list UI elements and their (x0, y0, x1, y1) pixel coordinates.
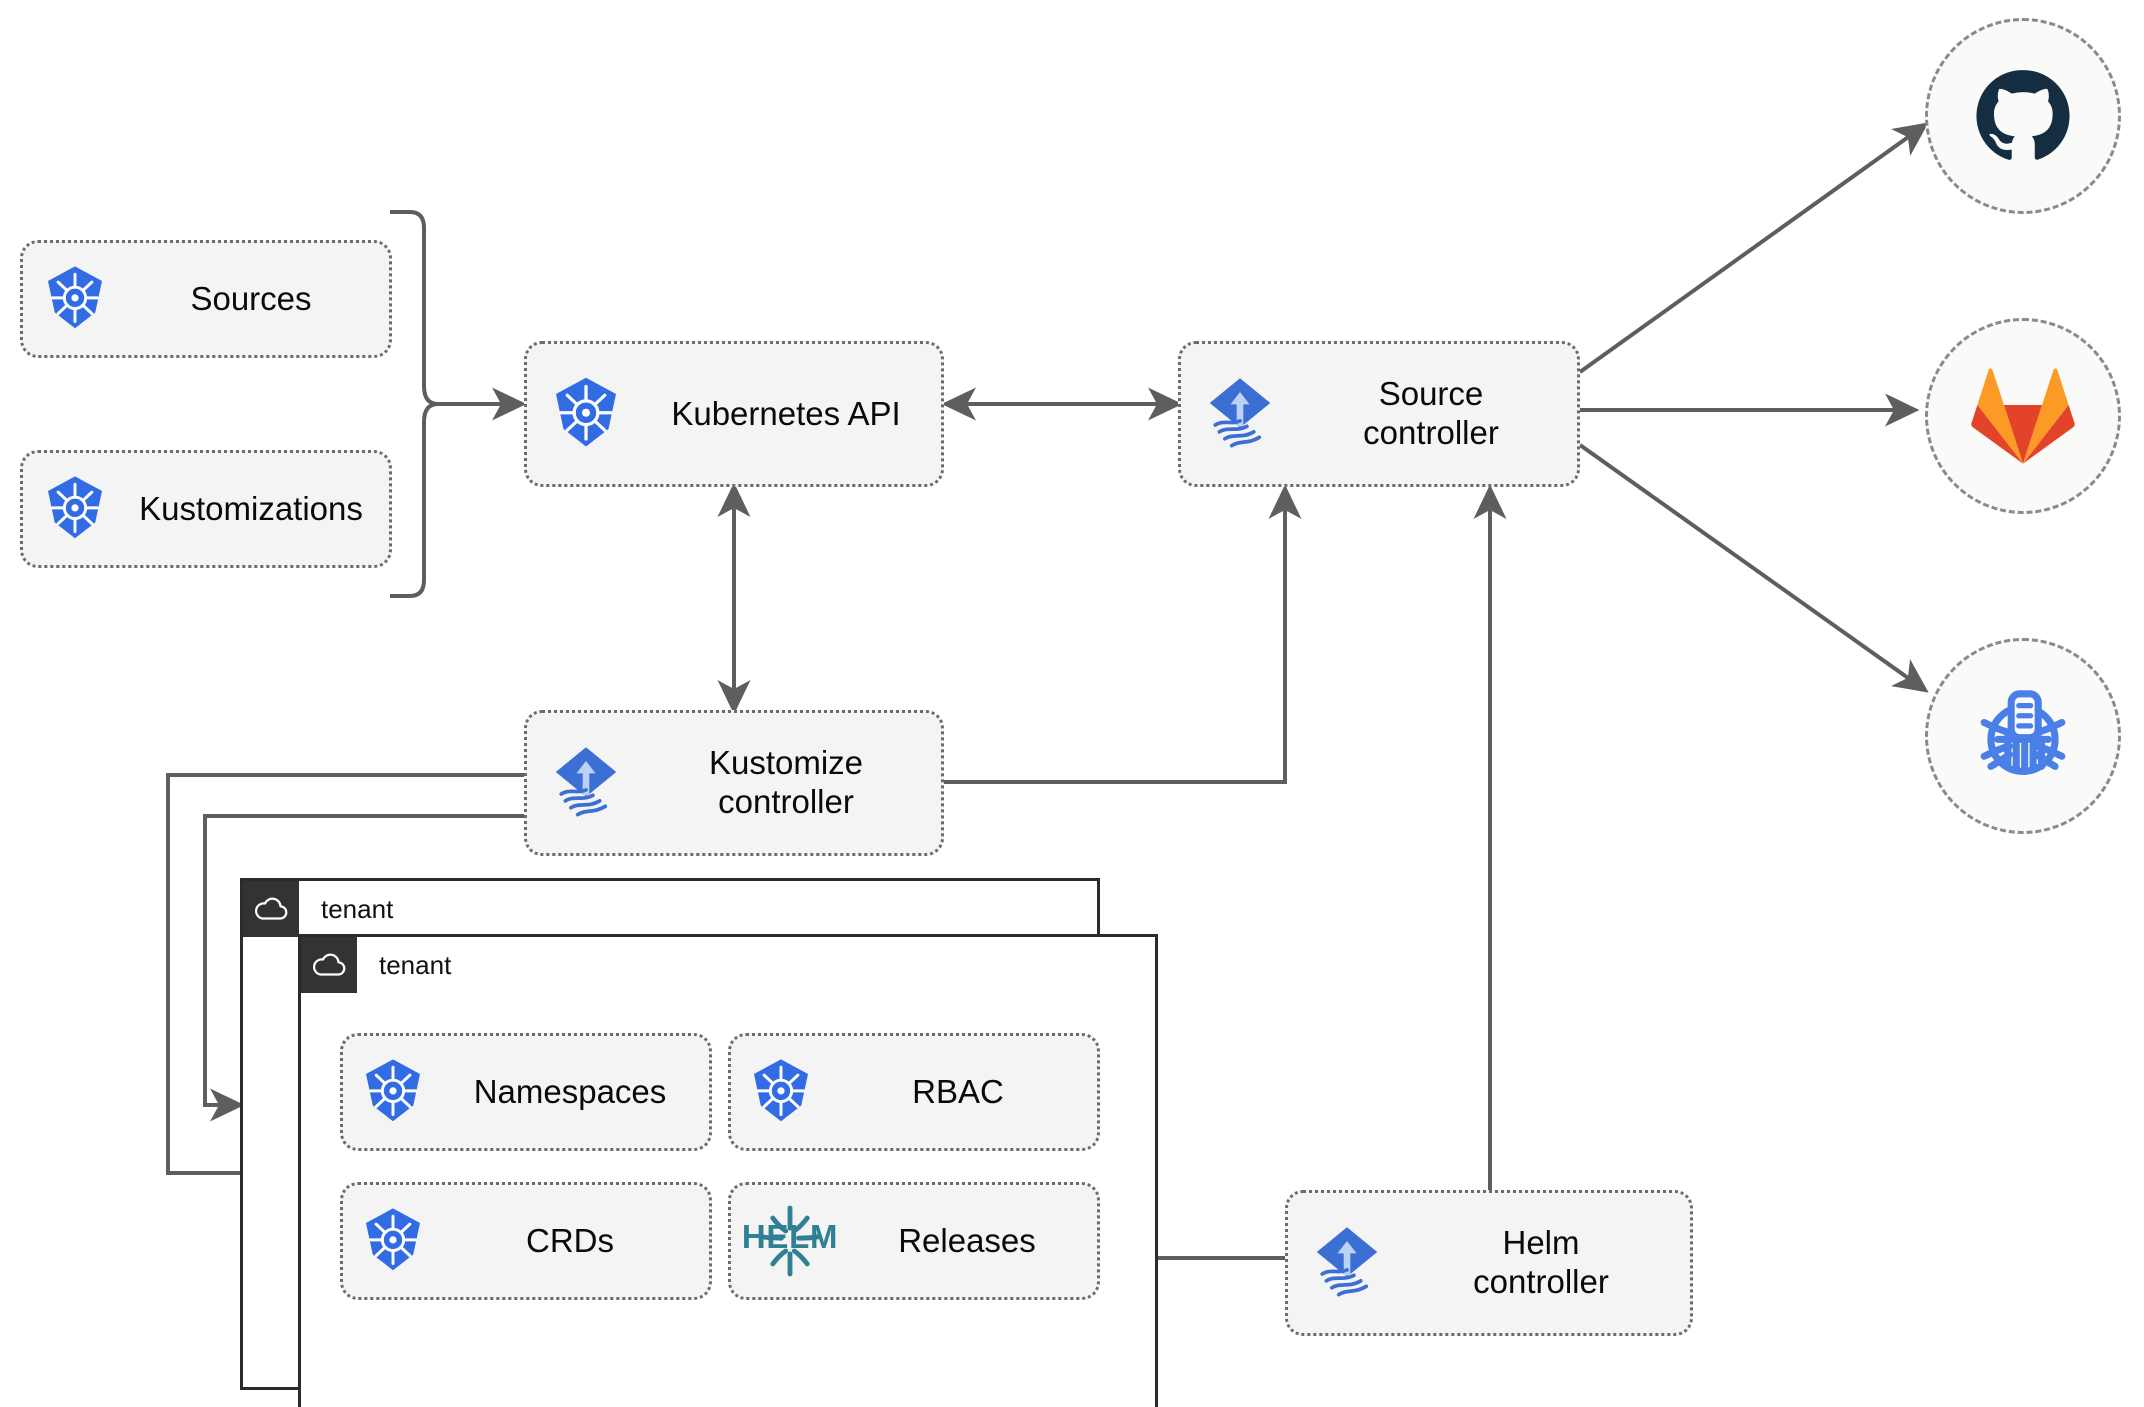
cell-releases[interactable]: HELM Releases (728, 1182, 1100, 1300)
node-kustomize-controller[interactable]: Kustomize controller (524, 710, 944, 856)
helm-wordmark: HELM (743, 1218, 837, 1255)
cloud-icon (301, 937, 357, 993)
cell-namespaces[interactable]: Namespaces (340, 1033, 712, 1151)
tenant-inner-label: tenant (379, 950, 452, 980)
tenant-inner[interactable]: tenant (298, 934, 1158, 1407)
kubernetes-icon (343, 1205, 443, 1277)
node-kustomize-controller-label: Kustomize controller (708, 744, 864, 820)
cell-releases-label: Releases (898, 1222, 1036, 1259)
sources-group-bracket (390, 210, 439, 598)
helm-repository-icon (1980, 690, 2066, 775)
cloud-icon (243, 881, 299, 937)
flux-icon (1288, 1219, 1406, 1307)
edge-kustomize-to-source-controller (944, 484, 1302, 784)
node-sources[interactable]: Sources (20, 240, 392, 358)
tenant-outer-label: tenant (321, 894, 394, 924)
node-kubernetes-api-label: Kubernetes API (671, 394, 901, 432)
cell-crds-label: CRDs (526, 1222, 614, 1259)
cell-namespaces-label: Namespaces (473, 1073, 667, 1110)
node-kubernetes-api[interactable]: Kubernetes API (524, 341, 944, 487)
node-kustomizations-label: Kustomizations (139, 489, 363, 527)
node-source-controller[interactable]: Source controller (1178, 341, 1580, 487)
cell-crds[interactable]: CRDs (340, 1182, 712, 1300)
kubernetes-icon (731, 1056, 831, 1128)
provider-gitlab[interactable] (1925, 318, 2121, 514)
cell-rbac[interactable]: RBAC (728, 1033, 1100, 1151)
node-source-controller-label: Source controller (1363, 375, 1499, 451)
kubernetes-icon (343, 1056, 443, 1128)
tenant-inner-header: tenant (301, 937, 451, 993)
node-sources-label: Sources (190, 279, 312, 317)
edge-source-to-github (1578, 122, 1929, 374)
gitlab-icon (1971, 368, 2075, 464)
kubernetes-icon (23, 473, 127, 545)
flux-icon (527, 739, 645, 827)
kubernetes-icon (23, 263, 127, 335)
github-icon (1976, 70, 2070, 160)
edge-source-to-helm-repository (1578, 443, 1929, 693)
tenant-outer-header: tenant (243, 881, 393, 937)
helm-icon: HELM (731, 1198, 849, 1284)
provider-github[interactable] (1925, 18, 2121, 214)
node-helm-controller-label: Helm controller (1473, 1224, 1609, 1300)
kubernetes-icon (527, 374, 645, 454)
cell-rbac-label: RBAC (912, 1073, 1004, 1110)
provider-helm-repository[interactable] (1925, 638, 2121, 834)
flux-icon (1181, 370, 1299, 458)
node-kustomizations[interactable]: Kustomizations (20, 450, 392, 568)
node-helm-controller[interactable]: Helm controller (1285, 1190, 1693, 1336)
